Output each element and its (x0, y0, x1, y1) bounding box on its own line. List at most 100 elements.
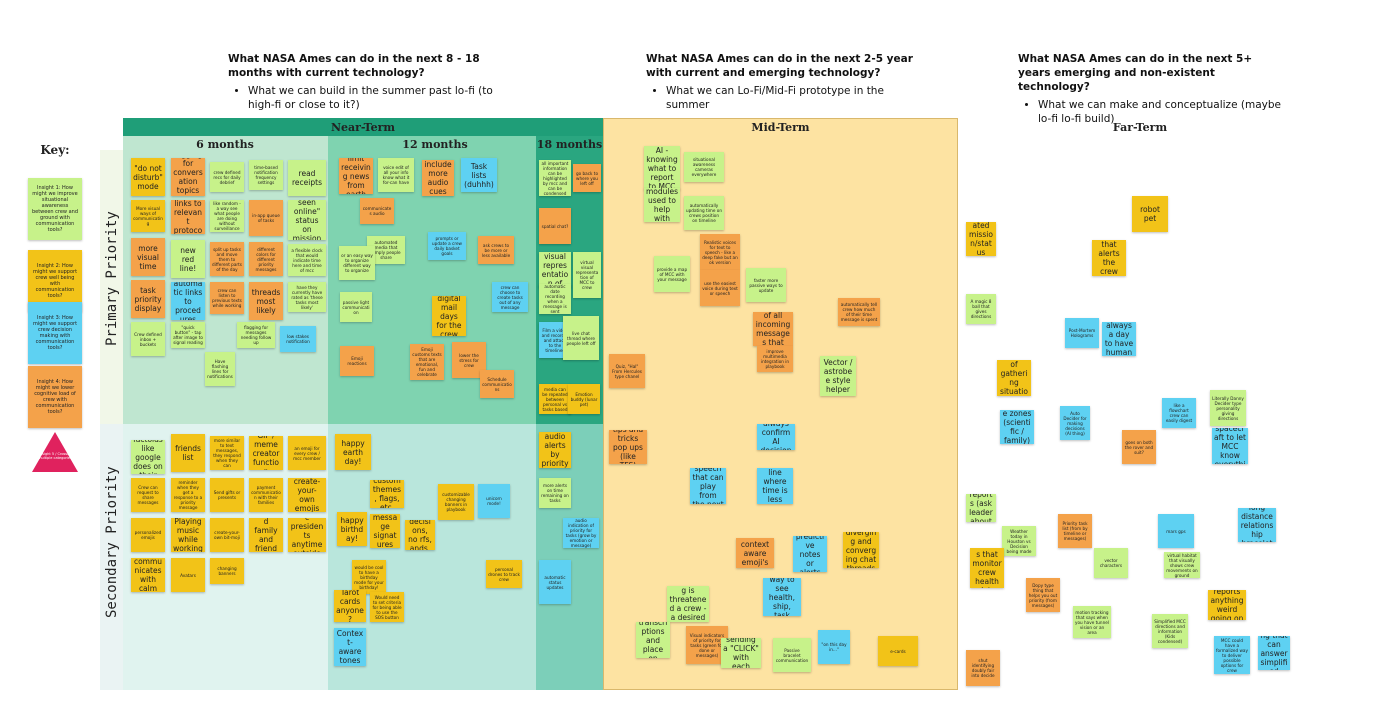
sticky-note[interactable]: ask crews to be more or less available (478, 236, 514, 264)
sticky-note[interactable]: e-cards (878, 636, 918, 666)
sticky-note[interactable]: A magic 8 ball that gives directions (966, 294, 996, 324)
sticky-note[interactable]: Realistic voices for text to speech - li… (700, 234, 740, 270)
sticky-note[interactable]: something is threatened a crew - a desir… (667, 586, 709, 622)
sticky-note[interactable]: robot pet (1132, 196, 1168, 232)
sticky-note[interactable]: crew can always confirm AI decisions (757, 424, 795, 450)
sticky-note[interactable]: automatic status updates (539, 560, 571, 604)
sticky-note[interactable]: easy way to see health, ship, task stats (763, 578, 801, 616)
sticky-note[interactable]: Emotion buddy (lunar pet) (568, 384, 600, 414)
sticky-note[interactable]: split up tasks and move them to differen… (210, 242, 244, 276)
sticky-note[interactable]: more visual time (131, 238, 165, 276)
sticky-note[interactable]: auto generated mission/status reports (966, 222, 996, 256)
sticky-note[interactable]: long distance relationship bracelet (1238, 508, 1276, 542)
sticky-note[interactable]: little factoids like google does on thei… (131, 440, 165, 474)
sticky-note[interactable]: custom themes, flags, etc. (370, 480, 404, 508)
sticky-note[interactable]: smart watches that monitor crew health d… (970, 548, 1004, 588)
sticky-note[interactable]: changing banners (210, 558, 244, 584)
sticky-note[interactable]: Mp -- virtual visual representation of c… (539, 252, 571, 288)
sticky-note[interactable]: More visual ways of communicating (131, 200, 165, 232)
sticky-note[interactable]: or an easy way to organize different way… (339, 246, 375, 280)
sticky-note[interactable]: shut identifying doubly fair into decide (966, 650, 1000, 686)
sticky-note[interactable]: motion tracking that says when you have … (1073, 606, 1111, 638)
sticky-note[interactable]: crew can choose to create tasks out of a… (492, 282, 528, 312)
sticky-note[interactable]: an emoji for every crew / mcc member (288, 436, 326, 470)
sticky-note[interactable]: automatically tell crew how much of thei… (838, 298, 880, 326)
sticky-note[interactable]: virtual habitat that reports anything we… (1208, 590, 1246, 620)
sticky-note[interactable]: prompts or update a crew daily basket go… (428, 232, 466, 260)
sticky-note[interactable]: crew defined recs for daily debrief (210, 162, 244, 192)
sticky-note[interactable]: customizable message signatures (like in… (370, 514, 400, 548)
sticky-note[interactable]: task priority display (131, 280, 165, 318)
sticky-note[interactable]: create-your-own bit-moji (210, 518, 244, 552)
sticky-note[interactable]: Dopy type thing that helps you out prior… (1026, 578, 1060, 612)
sticky-note[interactable]: voice edit of all your info know what it… (378, 158, 414, 192)
sticky-note[interactable]: improve multimedia integration in playbo… (757, 346, 793, 372)
sticky-note[interactable]: automatic links to procedures (171, 282, 205, 320)
sticky-note[interactable]: Auto Decider for making decisions (AI th… (1060, 406, 1090, 440)
sticky-note[interactable]: Crew defined inbox + buckets (131, 322, 165, 356)
sticky-note[interactable]: Vector / astrobee style helper (820, 356, 856, 396)
sticky-note[interactable]: spatial chat? (539, 208, 571, 244)
sticky-note[interactable]: separate zones (scientific / family) thr… (1000, 410, 1034, 444)
sticky-note[interactable]: Passive bracelet communication (773, 638, 811, 672)
sticky-note[interactable]: threads most likely (249, 282, 283, 320)
sticky-note[interactable]: context aware emoji's (736, 538, 774, 568)
sticky-note[interactable]: tagging for conversation topics search (171, 158, 205, 196)
sticky-note[interactable]: vector characters (1094, 548, 1128, 578)
sticky-note[interactable]: Crew can request to share messages (131, 478, 165, 512)
sticky-note[interactable]: Weather today in Houston vs Decision bei… (1002, 526, 1036, 556)
sticky-note[interactable]: multiple modes of gathering situational … (997, 360, 1031, 396)
sticky-note[interactable]: GIF / meme creator function (249, 436, 283, 470)
sticky-note[interactable]: personal drones to track crew (486, 560, 522, 588)
sticky-note[interactable]: make it so that if there is always a day… (1102, 322, 1136, 356)
sticky-note[interactable]: Literally Danny Decider type personality… (1210, 390, 1246, 426)
sticky-note[interactable]: read receipts (288, 160, 326, 196)
sticky-note[interactable]: reminder when they get a response to a p… (171, 478, 205, 512)
sticky-note[interactable]: crew can listen to previous texts while … (210, 282, 244, 314)
sticky-note[interactable]: include more audio cues (422, 160, 454, 196)
sticky-note[interactable]: limit receiving news from earth (339, 158, 373, 194)
sticky-note[interactable]: Social relationship reports (ask leader … (966, 494, 996, 522)
sticky-note[interactable]: "last seen online" status on mission log (288, 200, 326, 240)
sticky-note[interactable]: Task lists (duhhh) (461, 158, 497, 192)
sticky-note[interactable]: virtual habitat that visually shows crew… (1164, 552, 1200, 578)
sticky-note[interactable]: passive light communication (340, 292, 372, 322)
sticky-note[interactable]: MCC could have a formalized way to deliv… (1214, 636, 1250, 674)
sticky-note[interactable]: use the easiest voice during text or spe… (700, 270, 740, 306)
sticky-note[interactable]: "on this day in..." (818, 630, 850, 664)
sticky-note[interactable]: different colors for different priority … (249, 242, 283, 276)
sticky-note[interactable]: smart spacecraft to let MCC know everyth… (1212, 428, 1248, 464)
sticky-note[interactable]: virtual visual representation of MCC to … (573, 252, 601, 298)
sticky-note[interactable]: AI - knowing what to report to MCC (644, 146, 680, 190)
sticky-note[interactable]: Would need to set criteria for being abl… (370, 592, 404, 622)
sticky-note[interactable]: "do not disturb" mode (131, 158, 165, 196)
sticky-note[interactable]: in-app queue of tasks (249, 200, 283, 236)
sticky-note[interactable]: communicates audio (360, 198, 394, 224)
sticky-note[interactable]: time-based notification frequency settin… (249, 160, 283, 190)
sticky-note[interactable]: "quick button" - tap after image to sign… (171, 322, 205, 348)
sticky-note[interactable]: a flexible clock that would indicate tim… (288, 244, 326, 276)
sticky-note[interactable]: new red line! (171, 240, 205, 278)
sticky-note[interactable]: faster more passive ways to update (746, 268, 786, 302)
sticky-note[interactable]: low stakes notification (280, 326, 316, 352)
sticky-note[interactable]: Smart Spacecraft that alerts the crew wh… (1092, 240, 1126, 276)
sticky-note[interactable]: mars gps (1158, 514, 1194, 548)
sticky-note[interactable]: Priority task list (from by timeline or … (1058, 514, 1092, 548)
sticky-note[interactable]: Tarot cards anyone? (334, 590, 366, 622)
sticky-note[interactable]: personalized emojis (131, 518, 165, 552)
sticky-note[interactable]: Schedule communications (480, 370, 514, 398)
sticky-note[interactable]: digital mail days for the crew (432, 296, 466, 336)
sticky-note[interactable]: backend modeling that can answer simplif… (1258, 636, 1290, 670)
sticky-note[interactable]: Playing music while working (171, 518, 205, 552)
sticky-note[interactable]: like random - a way see what people are … (210, 200, 244, 232)
sticky-note[interactable]: Voice loop transcriptions and place on t… (636, 622, 670, 658)
sticky-note[interactable]: Context-aware tones (334, 628, 366, 666)
sticky-note[interactable]: alternate red line where time is less pr… (757, 468, 793, 504)
sticky-note[interactable]: audio alerts by priority (539, 432, 571, 468)
sticky-note[interactable]: automatic date recording when a message … (539, 284, 571, 314)
sticky-note[interactable]: flagging for messages needing follow up (237, 322, 275, 348)
sticky-note[interactable]: Have flashing lines for notifications (205, 352, 235, 386)
sticky-note[interactable]: more alerts on time remaining on tasks (539, 478, 571, 508)
sticky-note[interactable]: go back to where you left off (573, 164, 601, 192)
